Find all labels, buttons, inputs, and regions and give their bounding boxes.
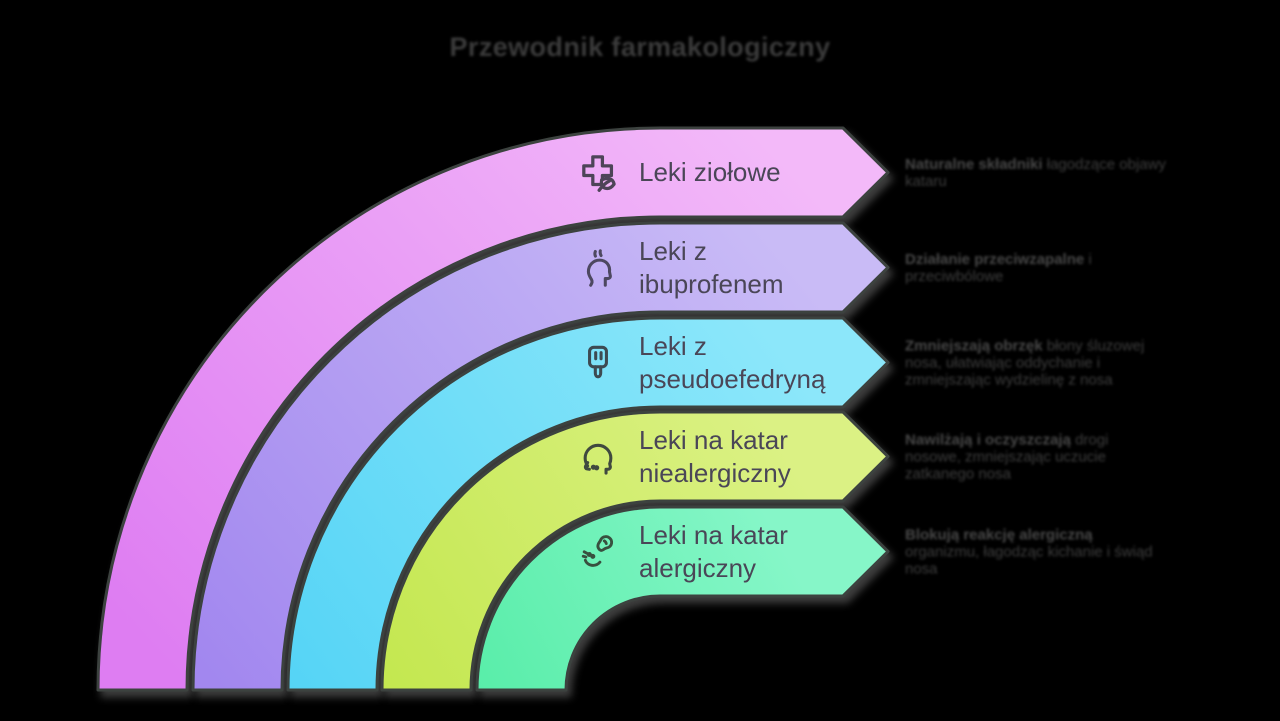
runny-nose-head-icon xyxy=(575,434,621,480)
band-arc-leki-z-ibuprofenem xyxy=(191,221,890,692)
band-label-text: Leki ziołowe xyxy=(639,157,781,187)
description-lead: Naturalne składniki xyxy=(905,155,1043,173)
nasal-spray-icon xyxy=(575,340,621,386)
description-text: łagodzące objawy kataru xyxy=(905,155,1166,190)
description-leki-ziolowe: Naturalne składniki łagodzące objawy kat… xyxy=(905,156,1167,190)
description-leki-z-pseudoefedryna: Zmniejszają obrzęk błony śluzowej nosa, … xyxy=(905,337,1167,388)
description-text: błony śluzowej nosa, ułatwiając oddychan… xyxy=(905,337,1145,388)
description-leki-na-katar-alergiczny: Blokują reakcję alergiczną organizmu, ła… xyxy=(905,526,1167,577)
band-label-text: Leki na katar niealergiczny xyxy=(639,424,791,488)
band-label-leki-na-katar-niealergiczny: Leki na katar niealergiczny xyxy=(575,424,855,490)
description-leki-z-ibuprofenem: Działanie przeciwzapalne i przeciwbólowe xyxy=(905,251,1167,285)
band-arc-leki-na-katar-alergiczny xyxy=(475,505,890,692)
band-label-leki-na-katar-alergiczny: Leki na katar alergiczny xyxy=(575,519,855,585)
description-text: drogi nosowe, zmniejszając uczucie zatka… xyxy=(905,431,1109,482)
page-title: Przewodnik farmakologiczny xyxy=(449,32,831,62)
peanut-allergen-icon xyxy=(575,529,621,575)
band-arc-leki-z-pseudoefedryna xyxy=(286,316,890,692)
headache-head-icon xyxy=(575,245,621,291)
description-text: organizmu, łagodząc kichanie i świąd nos… xyxy=(905,543,1153,577)
herbal-cross-icon xyxy=(575,150,621,196)
band-label-leki-ziolowe: Leki ziołowe xyxy=(575,150,855,196)
description-lead: Blokują reakcję alergiczną xyxy=(905,526,1093,543)
band-label-leki-z-ibuprofenem: Leki z ibuprofenem xyxy=(575,235,855,301)
description-text: i przeciwbólowe xyxy=(905,250,1092,285)
band-arc-leki-na-katar-niealergiczny xyxy=(380,410,890,692)
band-label-leki-z-pseudoefedryna: Leki z pseudoefedryną xyxy=(575,330,855,396)
description-lead: Działanie przeciwzapalne xyxy=(905,250,1085,268)
band-label-text: Leki na katar alergiczny xyxy=(639,519,788,583)
band-arc-leki-ziolowe xyxy=(96,126,890,692)
description-lead: Zmniejszają obrzęk xyxy=(905,337,1043,354)
band-label-text: Leki z ibuprofenem xyxy=(639,235,784,299)
description-lead: Nawilżają i oczyszczają xyxy=(905,431,1071,448)
band-label-text: Leki z pseudoefedryną xyxy=(639,330,826,394)
description-leki-na-katar-niealergiczny: Nawilżają i oczyszczają drogi nosowe, zm… xyxy=(905,431,1167,482)
